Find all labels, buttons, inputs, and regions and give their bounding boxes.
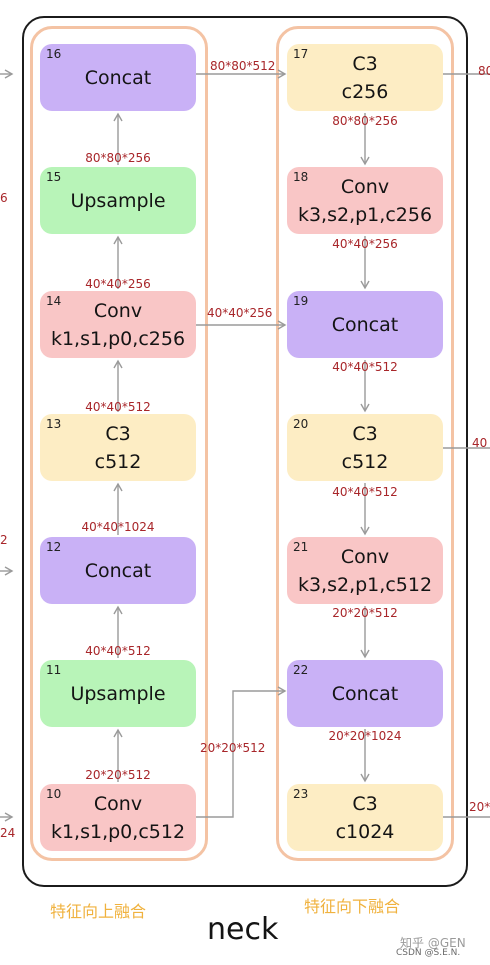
node-id: 17: [293, 47, 309, 61]
node-id: 19: [293, 294, 309, 308]
right-column: [276, 26, 454, 861]
edge-label-left: 2: [0, 533, 8, 547]
node-17: 17 C3 c256: [287, 44, 443, 111]
node-id: 10: [46, 787, 62, 801]
left-shape-label: 40*40*256: [85, 277, 151, 291]
node-text: k3,s2,p1,c512: [297, 573, 433, 596]
node-text: k1,s1,p0,c512: [50, 820, 186, 843]
node-18: 18 Conv k3,s2,p1,c256: [287, 167, 443, 234]
node-text: k3,s2,p1,c256: [297, 203, 433, 226]
node-text: c1024: [335, 820, 395, 843]
node-text: Conv: [340, 175, 390, 198]
node-text: Upsample: [70, 189, 166, 212]
node-20: 20 C3 c512: [287, 414, 443, 481]
node-id: 21: [293, 540, 309, 554]
right-shape-label: 20*20*512: [332, 606, 398, 620]
left-shape-label: 40*40*1024: [81, 520, 155, 534]
node-id: 16: [46, 47, 62, 61]
node-text: Concat: [84, 66, 152, 89]
node-id: 12: [46, 540, 62, 554]
node-id: 20: [293, 417, 309, 431]
node-id: 18: [293, 170, 309, 184]
node-id: 23: [293, 787, 309, 801]
edge-label-left: 6: [0, 191, 8, 205]
left-column: [30, 26, 208, 861]
right-shape-label: 40*40*256: [332, 237, 398, 251]
right-caption: 特征向下融合: [304, 897, 401, 916]
node-text: c512: [94, 450, 142, 473]
node-text: Upsample: [70, 682, 166, 705]
node-text: C3: [352, 792, 378, 815]
node-21: 21 Conv k3,s2,p1,c512: [287, 537, 443, 604]
edge-label-right: 20*: [469, 800, 490, 814]
node-id: 13: [46, 417, 62, 431]
node-id: 11: [46, 663, 62, 677]
node-text: Concat: [331, 313, 399, 336]
watermark: 知乎 @GEN: [400, 936, 466, 950]
node-text: c512: [341, 450, 389, 473]
node-text: Concat: [84, 559, 152, 582]
right-shape-label: 20*20*1024: [328, 729, 402, 743]
left-shape-label: 40*40*512: [85, 644, 151, 658]
node-text: c256: [341, 80, 389, 103]
left-shape-label: 20*20*512: [85, 768, 151, 782]
node-id: 14: [46, 294, 62, 308]
node-text: Conv: [93, 299, 143, 322]
neck-title: neck: [207, 912, 279, 947]
node-id: 22: [293, 663, 309, 677]
cross-label: 40*40*256: [207, 306, 273, 320]
cross-arrow-10-22: [196, 686, 287, 818]
node-text: C3: [352, 422, 378, 445]
node-13: 13 C3 c512: [40, 414, 196, 481]
right-shape-label: 40*40*512: [332, 360, 398, 374]
watermark-sub: CSDN @S.E.N.: [396, 948, 461, 958]
edge-label-right: 40: [472, 436, 488, 450]
edge-label-right: 80: [478, 64, 490, 78]
node-14: 14 Conv k1,s1,p0,c256: [40, 291, 196, 358]
cross-label: 20*20*512: [200, 741, 266, 755]
left-shape-label: 80*80*256: [85, 151, 151, 165]
edge-label-left: 24: [0, 826, 16, 840]
node-text: C3: [352, 52, 378, 75]
right-shape-label: 40*40*512: [332, 485, 398, 499]
node-text: Concat: [331, 682, 399, 705]
node-text: Conv: [340, 545, 390, 568]
right-shape-label: 80*80*256: [332, 114, 398, 128]
node-text: Conv: [93, 792, 143, 815]
cross-label: 80*80*512: [210, 59, 276, 73]
left-shape-label: 40*40*512: [85, 400, 151, 414]
node-text: k1,s1,p0,c256: [50, 327, 186, 350]
node-text: C3: [105, 422, 131, 445]
node-23: 23 C3 c1024: [287, 784, 443, 851]
neck-frame: [22, 16, 468, 887]
left-caption: 特征向上融合: [50, 902, 147, 921]
node-10: 10 Conv k1,s1,p0,c512: [40, 784, 196, 851]
node-id: 15: [46, 170, 62, 184]
